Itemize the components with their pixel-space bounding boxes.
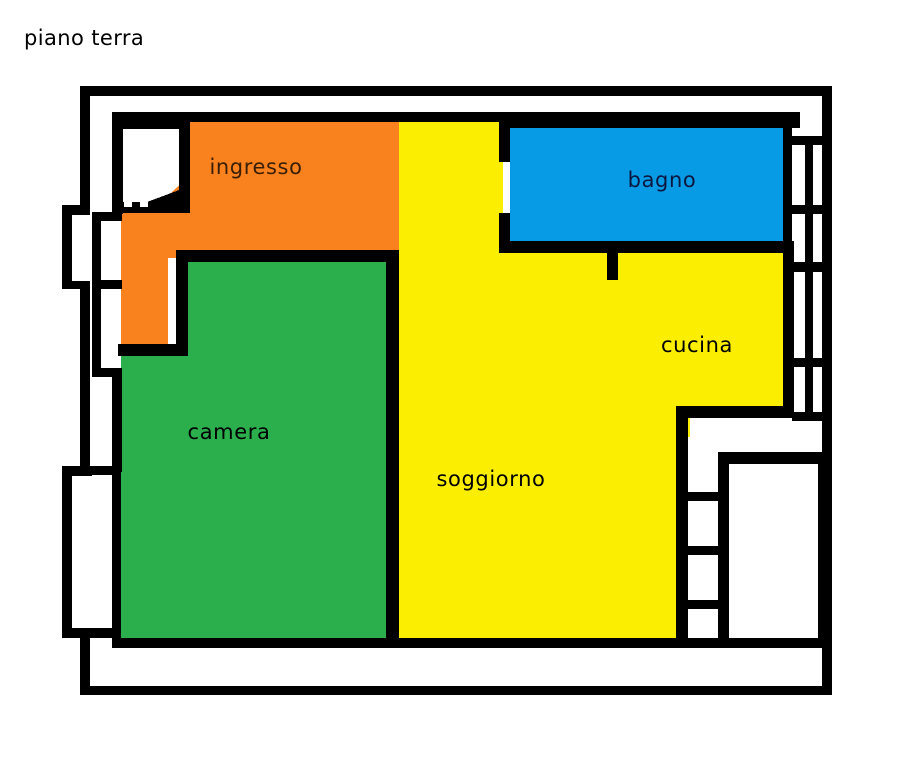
page-title: piano terra [24,26,145,50]
room-label-soggiorno: soggiorno [437,467,546,491]
wall-terrace-divider-1 [688,492,722,501]
wall-bagno-left-lower [499,213,510,253]
wall-outer-bottom [80,686,832,695]
closet-door-mark-2 [140,198,148,207]
room-labels: ingresso bagno cucina camera soggiorno [188,155,733,491]
wall-right-recess-a-bot [792,205,826,214]
wall-bagno-left-upper [499,118,510,162]
wall-terrace-left-3 [718,546,729,646]
wall-inner-left-recess-a-top [92,212,122,221]
wall-closet-top [112,118,190,129]
wall-right-recess-a-mid [805,145,813,213]
wall-right-recess-d-mid [805,367,813,417]
wall-closet-left [112,118,123,214]
wall-terrace-bottom [700,638,828,648]
wall-outer-left-lower [62,466,72,636]
wall-camera-step-bottom [118,344,188,356]
wall-right-recess-c-bot [788,358,826,367]
wall-bagno-right [783,118,792,253]
wall-inner-bottom [112,638,700,648]
wall-camera-soggiorno [386,250,399,646]
wall-bottom-left-step [62,628,120,638]
wall-cucina-right [783,241,794,416]
wall-inner-left-low2 [112,466,121,646]
wall-right-recess-b-bot [788,262,826,272]
wall-outer-left-nib2 [62,205,72,285]
wall-bagno-top [503,118,800,128]
wall-inner-left-recess-b-side [92,289,101,377]
wall-soggiorno-right-upper [676,406,688,446]
wall-terrace-divider-3 [688,600,722,609]
wall-outer-left-upper [80,86,90,208]
room-fill-bagno [510,122,785,241]
wall-soggiorno-right [676,440,688,646]
wall-camera-top-right [188,250,398,262]
wall-inner-left-recess-b-bot [92,368,122,377]
room-label-cucina: cucina [661,333,733,357]
wall-inner-top [112,112,800,122]
wall-outer-left-jog [62,466,92,476]
wall-outer-left-middle [80,281,90,471]
room-label-bagno: bagno [628,168,697,192]
wall-closet-bottom [112,202,190,213]
wall-bagno-bottom [499,241,786,253]
wall-terrace-right [818,452,827,647]
wall-door-stub-cucina [607,250,618,280]
wall-terrace-left-2 [718,492,729,552]
wall-right-recess-a-top [792,136,826,145]
wall-right-recess-c-mid [805,272,813,364]
wall-inner-left-recess-a-bot [92,280,122,289]
closet-door-mark-1 [124,198,132,207]
room-fill-ingresso [112,118,399,348]
wall-terrace-divider-2 [688,546,722,555]
wall-terrace-top [718,452,828,464]
wall-outer-left-nib [62,205,90,215]
wall-right-recess-b-mid [805,214,813,268]
wall-cucina-bottom [676,406,794,418]
wall-outer-left-bottom [80,636,90,694]
wall-outer-top [80,86,832,96]
wall-camera-left-step [176,250,188,354]
walls [62,86,832,695]
wall-inner-left-low [92,466,120,475]
wall-inner-left-recess-a-side [92,212,101,288]
room-label-ingresso: ingresso [209,155,302,179]
room-label-camera: camera [188,420,271,444]
wall-terrace-left [718,452,729,500]
wall-outer-left-nib3 [62,281,90,289]
wall-right-recess-d-bot [792,412,826,421]
wall-outer-right [822,86,832,695]
wall-closet-right [179,118,190,196]
